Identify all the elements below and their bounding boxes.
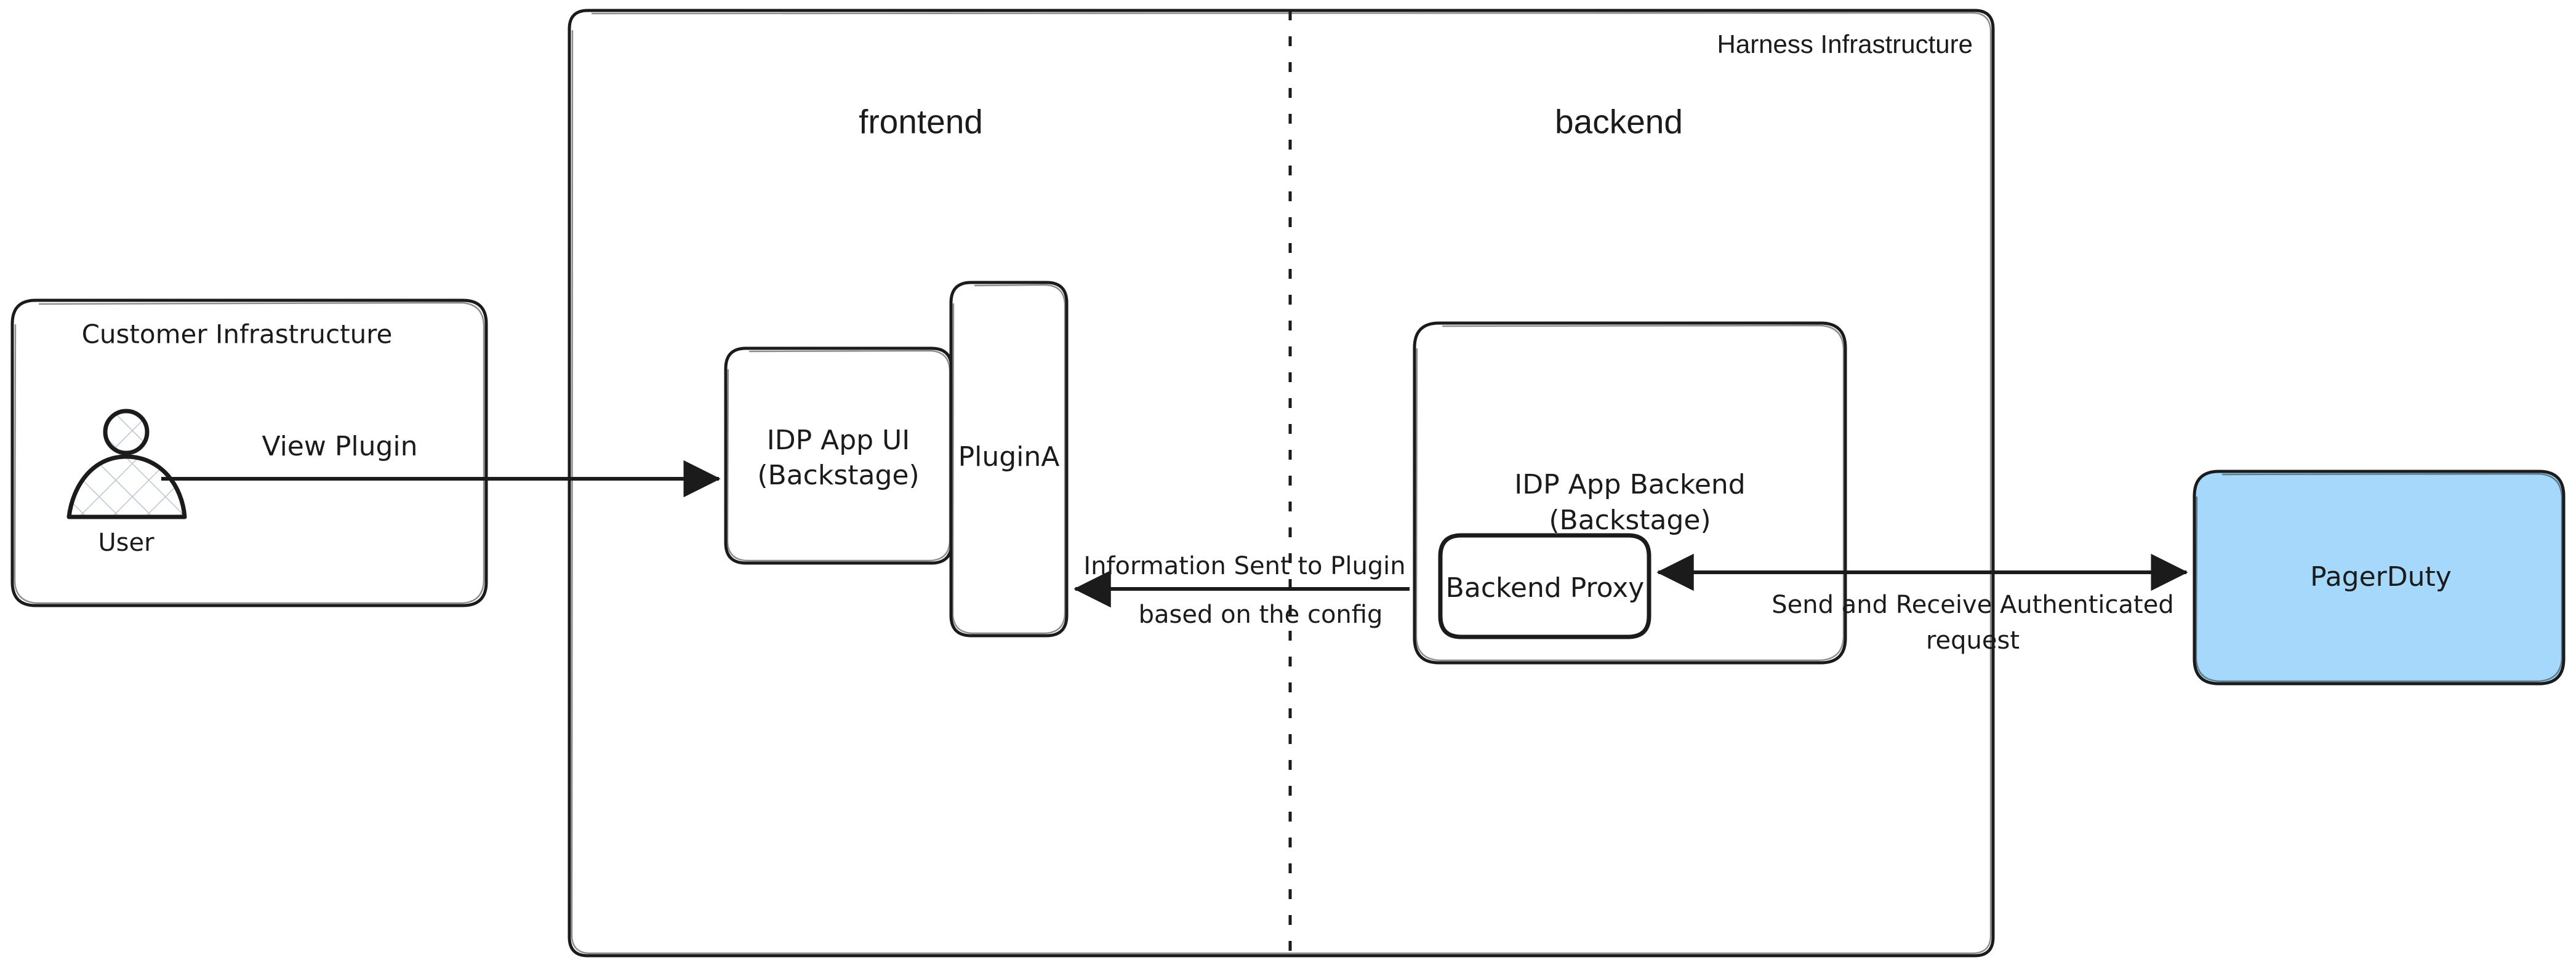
customer-infrastructure-container: Customer Infrastructure User <box>10 298 488 607</box>
backend-proxy-box[interactable] <box>1438 533 1651 639</box>
plugin-a-node[interactable]: PluginA <box>949 281 1069 638</box>
backend-proxy-node[interactable]: Backend Proxy <box>1438 533 1651 639</box>
harness-infrastructure-border <box>568 9 1995 958</box>
idp-app-backend-label-line1: IDP App Backend <box>1514 469 1745 500</box>
customer-infrastructure-border <box>10 298 488 607</box>
pagerduty-label: PagerDuty <box>2310 561 2452 593</box>
idp-app-ui-label-line2: (Backstage) <box>757 460 919 491</box>
edge-information-sent-to-plugin: Information Sent to Plugin based on the … <box>1073 552 1410 629</box>
information-sent-label-line2: based on the config <box>1139 601 1383 629</box>
harness-infrastructure-label: Harness Infrastructure <box>1717 30 1973 58</box>
idp-app-ui-box[interactable] <box>724 346 953 565</box>
idp-app-ui-sketch-overlay <box>726 350 951 562</box>
plugin-a-label: PluginA <box>958 441 1060 473</box>
harness-infrastructure-sketch-overlay <box>571 12 1992 954</box>
send-receive-label-line1: Send and Receive Authenticated <box>1772 591 2173 619</box>
edge-view-plugin: View Plugin <box>161 431 721 498</box>
customer-infrastructure-sketch-overlay <box>14 302 485 604</box>
plugin-a-sketch-overlay <box>952 284 1066 634</box>
pagerduty-node[interactable]: PagerDuty <box>2193 470 2566 686</box>
pagerduty-sketch-overlay <box>2195 473 2563 682</box>
user-label: User <box>98 529 154 557</box>
frontend-zone-label: frontend <box>859 103 983 141</box>
harness-infrastructure-container: Harness Infrastructure frontend backend <box>568 9 1995 958</box>
backend-zone-label: backend <box>1555 103 1683 141</box>
idp-app-backend-label-line2: (Backstage) <box>1549 505 1711 536</box>
user-body-icon <box>66 454 187 519</box>
view-plugin-label: View Plugin <box>262 431 417 462</box>
pagerduty-box[interactable] <box>2193 470 2566 686</box>
user-head-icon <box>103 409 150 455</box>
plugin-a-box[interactable] <box>949 281 1069 638</box>
idp-app-ui-node[interactable]: IDP App UI (Backstage) <box>724 346 953 565</box>
backend-proxy-label: Backend Proxy <box>1446 572 1645 604</box>
information-sent-label-line1: Information Sent to Plugin <box>1083 552 1405 580</box>
edge-send-receive-authenticated-request: Send and Receive Authenticated request <box>1656 553 2188 655</box>
user-actor-icon <box>66 409 187 519</box>
idp-app-ui-label-line1: IDP App UI <box>767 425 910 456</box>
customer-infrastructure-label: Customer Infrastructure <box>82 319 393 350</box>
send-receive-label-line2: request <box>1926 626 2020 655</box>
idp-app-backend-sketch-overlay <box>1415 324 1845 662</box>
